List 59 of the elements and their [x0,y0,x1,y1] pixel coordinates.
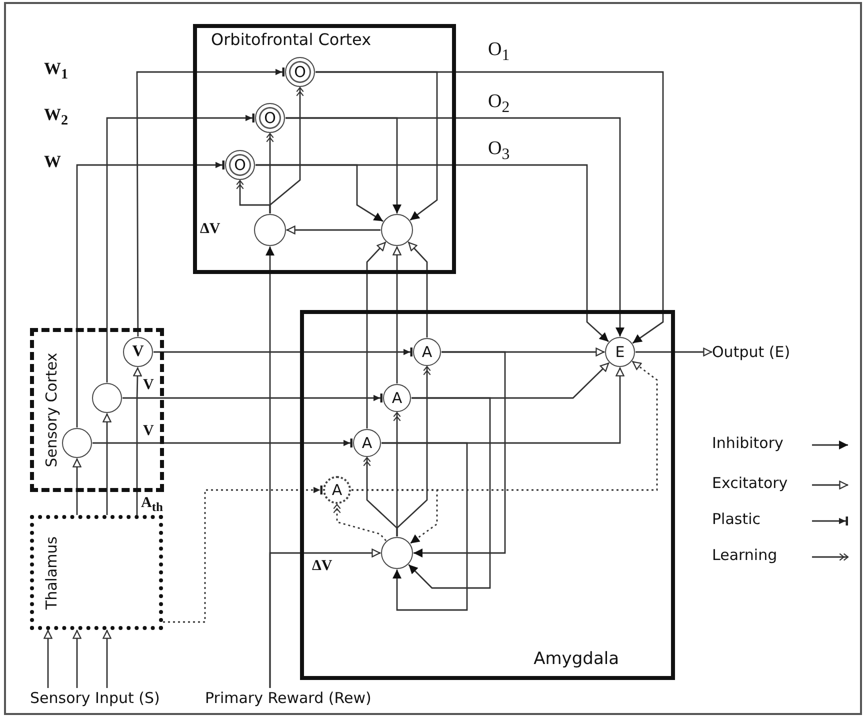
variable-label: A$_{th}$ [141,496,163,514]
arrow [636,348,712,356]
neuron-circle [254,214,286,246]
neuron-node: A [323,476,351,504]
neuron-node: A [383,384,411,412]
signal-label: Output (E) [712,342,790,362]
neuron-node: O [285,57,315,87]
region-box [30,515,163,630]
arrow [408,242,428,338]
region-title: Orbitofrontal Cortex [211,32,372,48]
arrow [72,458,82,515]
arrow [366,242,386,428]
arrow [382,442,468,611]
neuron-circle [381,214,413,246]
arrow [102,630,112,688]
arrow [414,351,506,558]
arrow [408,397,491,589]
region-box [300,310,675,680]
variable-label: V [143,424,154,439]
variable-label: W [44,153,61,170]
arrow [256,164,609,342]
neuron-circle [62,428,92,458]
variable-label: ΔV [200,222,220,237]
variable-label: ΔV [312,559,332,574]
region-title: Thalamus [44,536,60,610]
variable-label: O$_{2}$ [488,92,510,116]
neuron-node: O [255,103,285,133]
neuron-circle [381,537,413,569]
signal-label: Primary Reward (Rew) [205,688,372,708]
neuron-circle [92,383,122,413]
arrow [44,630,52,688]
region-title: Amygdala [534,651,619,668]
legend-label: Plastic [712,512,761,527]
neuron-node: O [225,150,255,180]
legend-label: Excitatory [712,476,788,491]
variable-label: O$_{3}$ [488,139,510,163]
neuron-node: A [353,429,381,457]
arrow [286,117,624,336]
dashed-arrow [352,489,438,544]
signal-label: Sensory Input (S) [30,688,160,708]
arrow [392,246,402,384]
arrow [316,71,664,344]
legend-label: Inhibitory [712,436,784,451]
arrow [133,367,142,515]
variable-label: V [143,378,154,393]
legend-label: Learning [712,548,778,563]
region-title: Sensory Cortex [44,352,60,468]
arrow [102,414,112,515]
arrow [72,630,82,688]
arrow [269,548,380,688]
variable-label: W$_{1}$ [44,60,68,82]
neuron-node: V [123,337,153,367]
variable-label: O$_{1}$ [488,40,510,64]
arrow [286,226,380,234]
variable-label: W$_{2}$ [44,106,68,128]
region-box [30,328,164,492]
neuron-node: E [605,337,635,367]
region-box [193,24,456,274]
neuron-node: A [413,338,441,366]
